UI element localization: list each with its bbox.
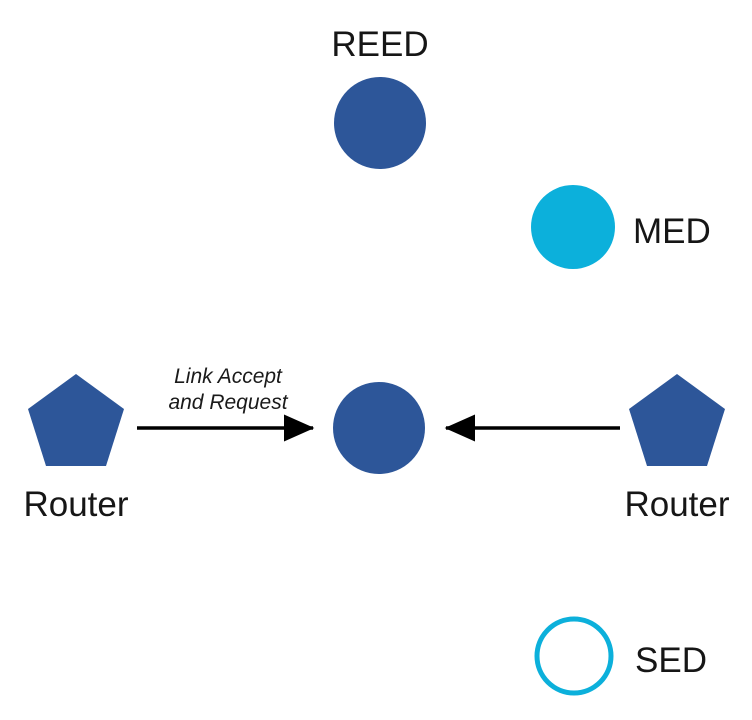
med-label: MED bbox=[633, 212, 711, 251]
reed-label: REED bbox=[331, 25, 428, 64]
node-sed[interactable]: SED bbox=[534, 616, 707, 696]
med-circle-icon bbox=[531, 185, 615, 269]
router-left-pentagon-icon bbox=[28, 374, 124, 466]
sed-label: SED bbox=[635, 641, 707, 680]
sed-circle-outline-icon bbox=[534, 616, 614, 696]
node-router-right[interactable]: Router bbox=[624, 374, 730, 524]
reed-circle-icon bbox=[334, 77, 426, 169]
node-reed[interactable]: REED bbox=[331, 25, 429, 169]
router-right-pentagon-icon bbox=[629, 374, 725, 466]
edge-link-accept-and-request: Link Accept and Request bbox=[137, 365, 315, 442]
node-leader-center[interactable] bbox=[333, 382, 425, 474]
router-right-label: Router bbox=[624, 485, 729, 524]
leader-circle-icon bbox=[333, 382, 425, 474]
node-med[interactable]: MED bbox=[531, 185, 711, 269]
router-left-label: Router bbox=[23, 485, 128, 524]
node-router-left[interactable]: Router bbox=[23, 374, 129, 524]
edge-label-line-1: Link Accept bbox=[174, 365, 283, 388]
edge-label-line-2: and Request bbox=[168, 391, 288, 414]
